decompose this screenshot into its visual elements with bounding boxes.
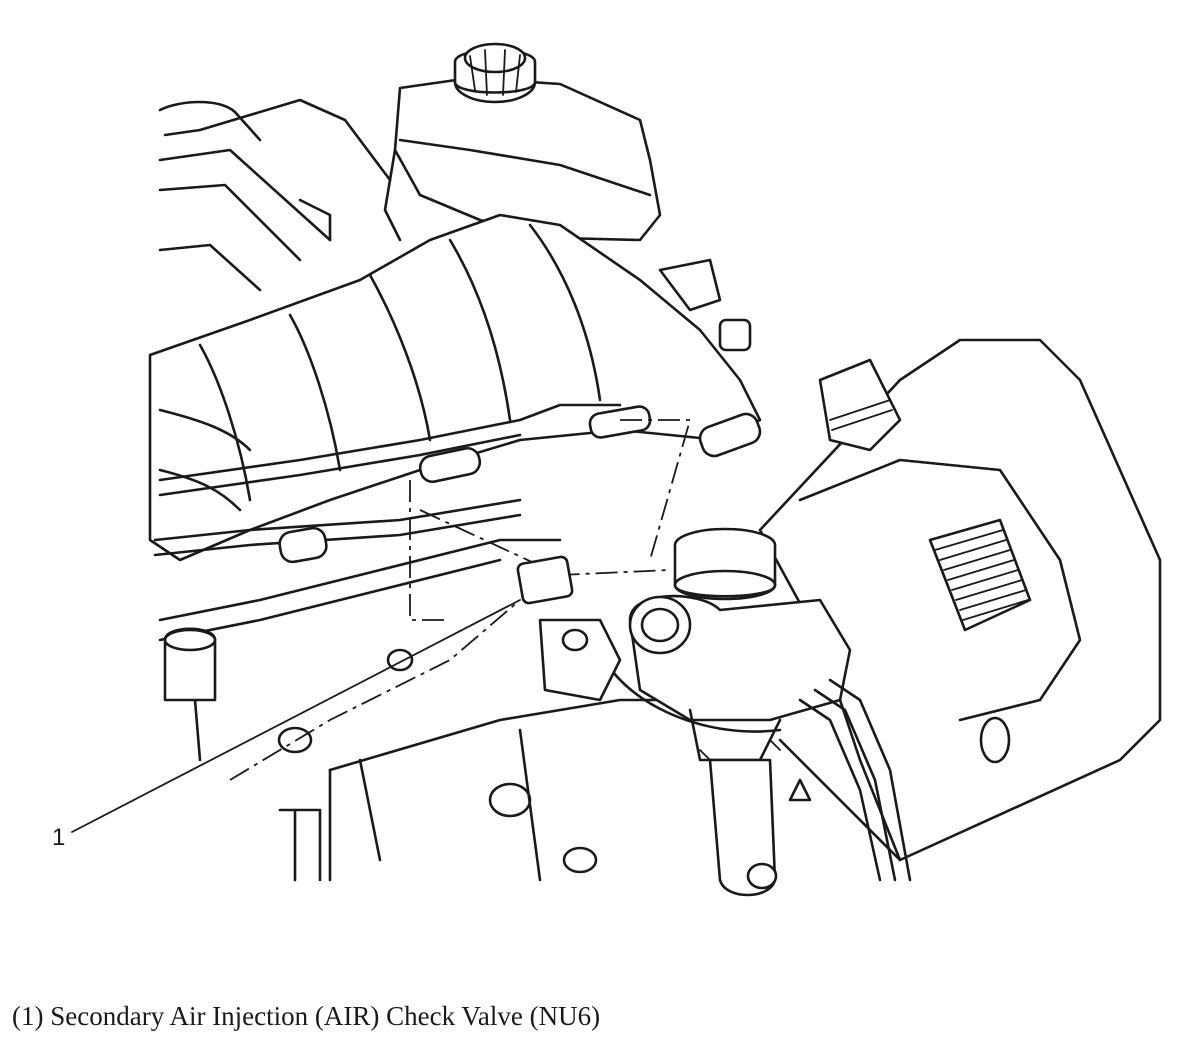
mounting-bracket <box>516 555 622 702</box>
left-fittings <box>163 627 414 762</box>
valve-cover <box>758 338 1162 862</box>
intake-manifold-plenum <box>148 213 762 562</box>
air-check-valve <box>628 527 852 897</box>
reservoir-cap <box>453 42 537 104</box>
engine-block <box>278 698 902 882</box>
callout-number-1: 1 <box>52 824 66 851</box>
intake-runner-stack <box>158 98 392 292</box>
callout-1-leader-line <box>71 599 521 833</box>
electrical-connector <box>658 258 902 452</box>
engine-line-illustration <box>71 42 1162 897</box>
fuel-rail-lines <box>153 403 762 642</box>
callout-legend-1: (1) Secondary Air Injection (AIR) Check … <box>12 1001 601 1031</box>
coolant-reservoir <box>383 76 662 242</box>
